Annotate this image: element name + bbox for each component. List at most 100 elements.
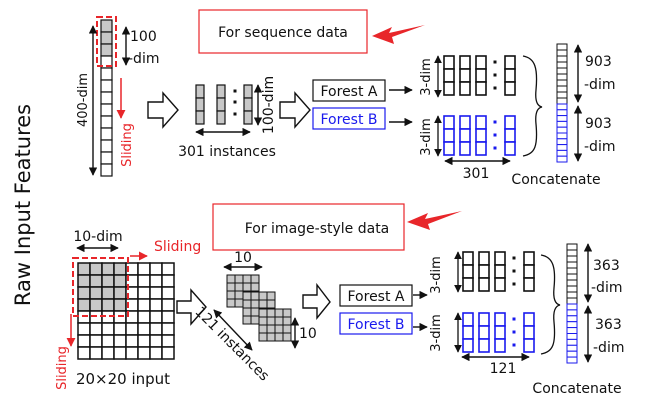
patch-cell	[258, 299, 268, 309]
image-forest-b-label: Forest B	[347, 317, 404, 333]
grid-cell	[101, 334, 115, 348]
grid-cell	[161, 310, 175, 324]
grid-cell	[77, 334, 91, 348]
class-cell	[494, 312, 506, 327]
patch-cell	[266, 316, 276, 326]
count-label: 301	[463, 166, 490, 182]
image-concat-b-dim-label-1: 363	[595, 317, 622, 333]
grid-cell	[149, 274, 163, 288]
concat-cell	[556, 149, 568, 157]
grid-cell	[137, 346, 151, 360]
patch-cell	[274, 324, 284, 334]
patch-cell	[242, 282, 252, 292]
patch-width-label: 10	[234, 250, 252, 266]
grid-cell	[137, 274, 151, 288]
concat-cell	[556, 97, 568, 105]
input-cell	[100, 151, 113, 165]
grid-cell	[113, 322, 127, 336]
patch-cell	[282, 324, 292, 334]
patch-cell	[234, 282, 244, 292]
patch-cell	[242, 307, 252, 317]
class-cell	[462, 277, 474, 292]
class-cell	[478, 325, 490, 340]
patch-cell	[258, 291, 268, 301]
class-cell	[494, 325, 506, 340]
grid-cell	[149, 298, 163, 312]
concat-cell	[566, 255, 578, 263]
sequence-sliding-label: Sliding	[120, 123, 135, 167]
instance-cell	[216, 110, 226, 125]
window-dim-label-1: 100	[130, 29, 157, 45]
forest-b-label: Forest B	[320, 112, 377, 128]
patch-cell	[274, 316, 284, 326]
grid-cell	[137, 298, 151, 312]
patch-cell	[274, 308, 284, 318]
class-cell	[459, 141, 471, 156]
class-cell	[459, 55, 471, 70]
concat-cell	[556, 138, 568, 146]
image-forest-b-box[interactable]	[339, 312, 413, 335]
grid-cell	[161, 262, 175, 276]
grid-cell	[113, 262, 127, 276]
concat-cell	[566, 285, 578, 293]
forest-b-box[interactable]	[312, 107, 386, 130]
ellipsis-dot	[493, 133, 497, 137]
class-cell	[443, 141, 455, 156]
ellipsis-dot	[512, 330, 516, 334]
ellipsis-dot	[493, 60, 497, 64]
patch-cell	[242, 274, 252, 284]
concat-cell	[566, 309, 578, 317]
image-input-label: 20×20 input	[76, 370, 170, 388]
concat-cell	[566, 333, 578, 340]
ellipsis-dot	[233, 112, 237, 116]
grid-cell	[89, 262, 103, 276]
ellipsis-dot	[512, 282, 516, 286]
grid-cell	[101, 322, 115, 336]
sequence-concat-vector	[556, 43, 568, 163]
image-instances-arrow	[213, 309, 253, 351]
class-cell	[462, 312, 474, 327]
input-cell	[100, 19, 113, 33]
grid-cell	[137, 310, 151, 324]
image-sliding-right-label: Sliding	[154, 239, 201, 255]
concat-cell	[556, 91, 568, 99]
sequence-input-column	[100, 19, 113, 177]
patch-cell	[234, 290, 244, 300]
class-cell	[504, 141, 516, 156]
image-concat-a-dim-label-1: 363	[593, 258, 620, 274]
class-cell	[459, 68, 471, 83]
class-cell	[523, 338, 535, 353]
concat-cell	[556, 67, 568, 75]
class-cell	[459, 81, 471, 96]
instances-label: 301 instances	[178, 144, 276, 160]
image-section: For image-style data 10-dim Sliding Slid…	[55, 203, 624, 397]
patch-cell	[242, 299, 252, 309]
concat-cell	[556, 155, 568, 163]
image-window	[72, 257, 129, 317]
window-dim-label-2: -dim	[128, 51, 159, 67]
concat-cell	[556, 49, 568, 57]
image-concat-vector	[566, 243, 578, 364]
image-patches	[226, 274, 292, 342]
concat-cell	[566, 279, 578, 287]
grid-cell	[113, 346, 127, 360]
grid-cell	[149, 310, 163, 324]
class-cell	[504, 55, 516, 70]
image-forest-a-box[interactable]	[339, 284, 413, 307]
ellipsis-dot	[493, 73, 497, 77]
class-cell	[475, 141, 487, 156]
class-cell	[504, 128, 516, 143]
class-cell	[459, 115, 471, 130]
instance-cell	[243, 110, 253, 125]
forest-a-label: Forest A	[321, 84, 378, 100]
sequence-instances	[195, 84, 253, 125]
class-cell	[494, 251, 506, 266]
forest-a-box[interactable]	[312, 79, 386, 102]
ellipsis-dot	[493, 146, 497, 150]
image-input-grid	[77, 262, 175, 360]
concat-cell	[556, 120, 568, 128]
grid-cell	[89, 274, 103, 288]
input-cell	[100, 127, 113, 141]
instance-cell	[195, 97, 205, 112]
